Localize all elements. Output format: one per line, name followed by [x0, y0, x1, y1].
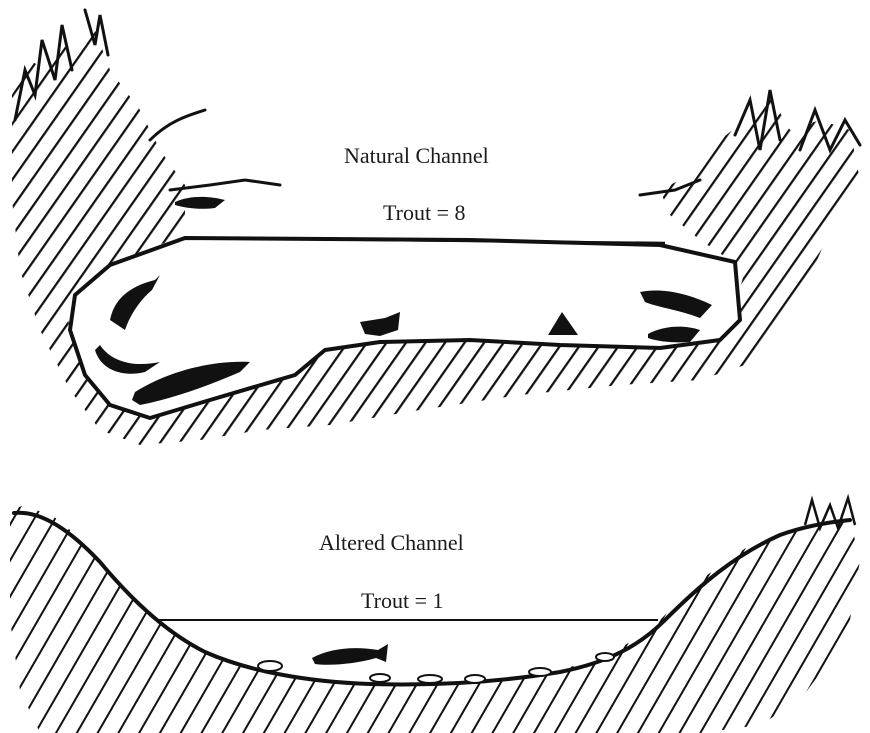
trout-icon	[312, 644, 388, 665]
altered-channel-title: Altered Channel	[319, 530, 464, 556]
natural-channel-title: Natural Channel	[344, 143, 489, 169]
natural-trout-count: Trout = 8	[383, 200, 466, 226]
altered-trout-count: Trout = 1	[361, 588, 444, 614]
natural-channel	[12, 10, 860, 445]
